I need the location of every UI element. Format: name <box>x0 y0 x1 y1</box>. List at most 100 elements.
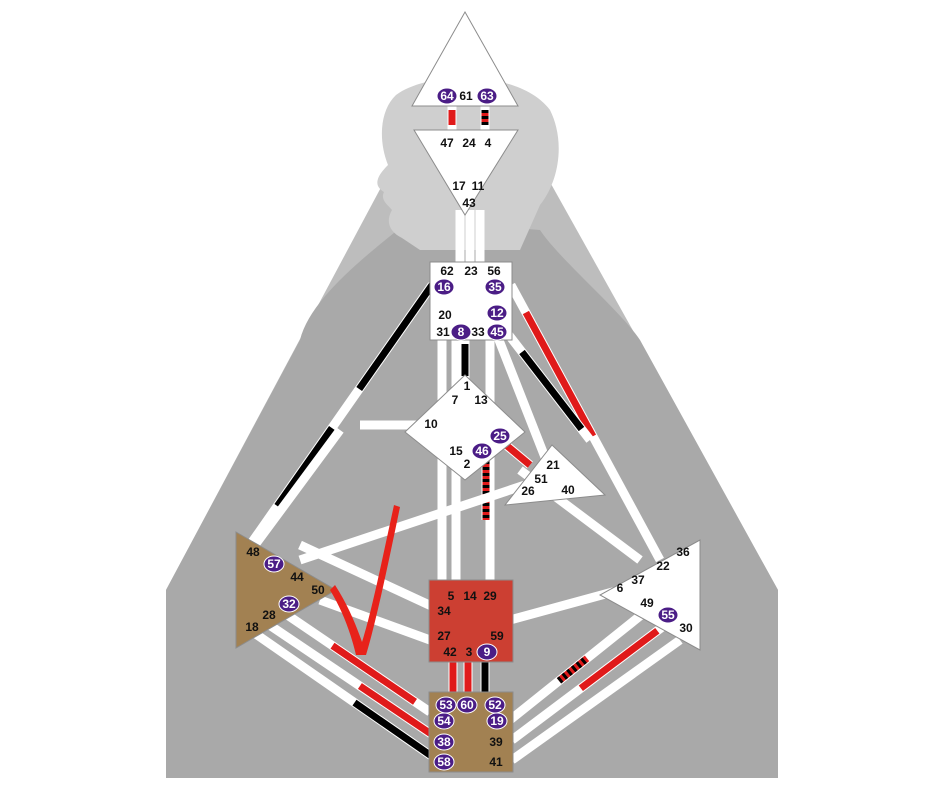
gate-number: 20 <box>438 308 452 322</box>
gate-number: 18 <box>245 620 259 634</box>
gate-number: 63 <box>480 89 494 103</box>
gate-number: 47 <box>440 136 454 150</box>
gate-32: 32 <box>278 595 300 613</box>
gate-number: 40 <box>561 483 575 497</box>
gate-50: 50 <box>311 583 325 597</box>
gate-number: 8 <box>458 325 465 339</box>
gate-number: 17 <box>452 179 466 193</box>
gate-18: 18 <box>245 620 259 634</box>
gate-number: 4 <box>485 136 492 150</box>
gate-number: 51 <box>534 472 548 486</box>
gate-number: 33 <box>471 325 485 339</box>
gate-24: 24 <box>462 136 476 150</box>
gate-number: 15 <box>449 444 463 458</box>
gate-number: 53 <box>439 698 453 712</box>
gate-4: 4 <box>485 136 492 150</box>
gate-number: 6 <box>617 581 624 595</box>
gate-number: 58 <box>437 755 451 769</box>
gate-40: 40 <box>561 483 575 497</box>
gate-63: 63 <box>476 87 498 105</box>
gate-badge <box>476 87 498 105</box>
gate-1: 1 <box>464 379 471 393</box>
gate-5: 5 <box>448 589 455 603</box>
gate-62: 62 <box>440 264 454 278</box>
gate-8: 8 <box>450 323 472 341</box>
gate-badge <box>486 712 508 730</box>
gate-number: 36 <box>676 545 690 559</box>
gate-12: 12 <box>486 304 508 322</box>
gate-number: 19 <box>490 714 504 728</box>
gate-33: 33 <box>471 325 485 339</box>
gate-number: 45 <box>490 325 504 339</box>
gate-58: 58 <box>433 753 455 771</box>
gate-badge <box>484 278 506 296</box>
channel-pipe <box>509 636 683 764</box>
channel-activation-segment <box>522 310 597 438</box>
gate-number: 23 <box>464 264 478 278</box>
gate-13: 13 <box>474 393 488 407</box>
gate-number: 30 <box>679 621 693 635</box>
gate-number: 21 <box>546 458 560 472</box>
gate-badge <box>476 643 498 661</box>
gate-number: 39 <box>489 735 503 749</box>
gate-number: 64 <box>440 89 454 103</box>
gate-number: 52 <box>488 698 502 712</box>
gate-31: 31 <box>436 325 450 339</box>
gate-number: 37 <box>631 573 645 587</box>
gate-number: 54 <box>437 714 451 728</box>
gate-43: 43 <box>462 196 476 210</box>
gate-53: 53 <box>435 696 457 714</box>
gate-badge <box>486 323 508 341</box>
gate-23: 23 <box>464 264 478 278</box>
gate-badge <box>263 555 285 573</box>
gate-badge <box>456 696 478 714</box>
gate-9: 9 <box>476 643 498 661</box>
gate-3: 3 <box>466 645 473 659</box>
gate-badge <box>486 304 508 322</box>
channel-pipe <box>298 475 542 565</box>
gate-30: 30 <box>679 621 693 635</box>
gate-number: 38 <box>437 735 451 749</box>
channel-pipe <box>492 333 555 472</box>
channel-activation-segment <box>556 655 590 684</box>
gate-number: 28 <box>262 608 276 622</box>
channel-activation-segment <box>330 642 417 705</box>
gate-number: 62 <box>440 264 454 278</box>
heart-center <box>503 444 607 506</box>
gate-number: 41 <box>489 755 503 769</box>
solar-plexus-center <box>598 539 701 651</box>
gate-badge <box>450 323 472 341</box>
gate-44: 44 <box>290 570 304 584</box>
gate-57: 57 <box>263 555 285 573</box>
gate-42: 42 <box>443 645 457 659</box>
gate-number: 27 <box>437 629 451 643</box>
channel-activation-segment <box>357 683 434 737</box>
gate-15: 15 <box>449 444 463 458</box>
gate-41: 41 <box>489 755 503 769</box>
channel-activation-segment <box>578 627 660 692</box>
gate-number: 56 <box>487 264 501 278</box>
gate-52: 52 <box>484 696 506 714</box>
channels-layer <box>246 105 683 766</box>
gate-14: 14 <box>463 589 477 603</box>
spleen-center <box>235 531 337 649</box>
gate-number: 3 <box>466 645 473 659</box>
gate-21: 21 <box>546 458 560 472</box>
sacral-center <box>428 579 514 663</box>
gate-64: 64 <box>436 87 458 105</box>
gate-10: 10 <box>424 417 438 431</box>
gate-48: 48 <box>246 545 260 559</box>
gate-2: 2 <box>464 457 471 471</box>
channel-pipe <box>251 427 344 548</box>
gate-25: 25 <box>489 427 511 445</box>
gate-number: 24 <box>462 136 476 150</box>
gate-badge <box>433 753 455 771</box>
gate-number: 2 <box>464 457 471 471</box>
ajna-center <box>413 129 519 216</box>
gate-6: 6 <box>617 581 624 595</box>
gate-54: 54 <box>433 712 455 730</box>
gate-45: 45 <box>486 323 508 341</box>
gate-number: 10 <box>424 417 438 431</box>
